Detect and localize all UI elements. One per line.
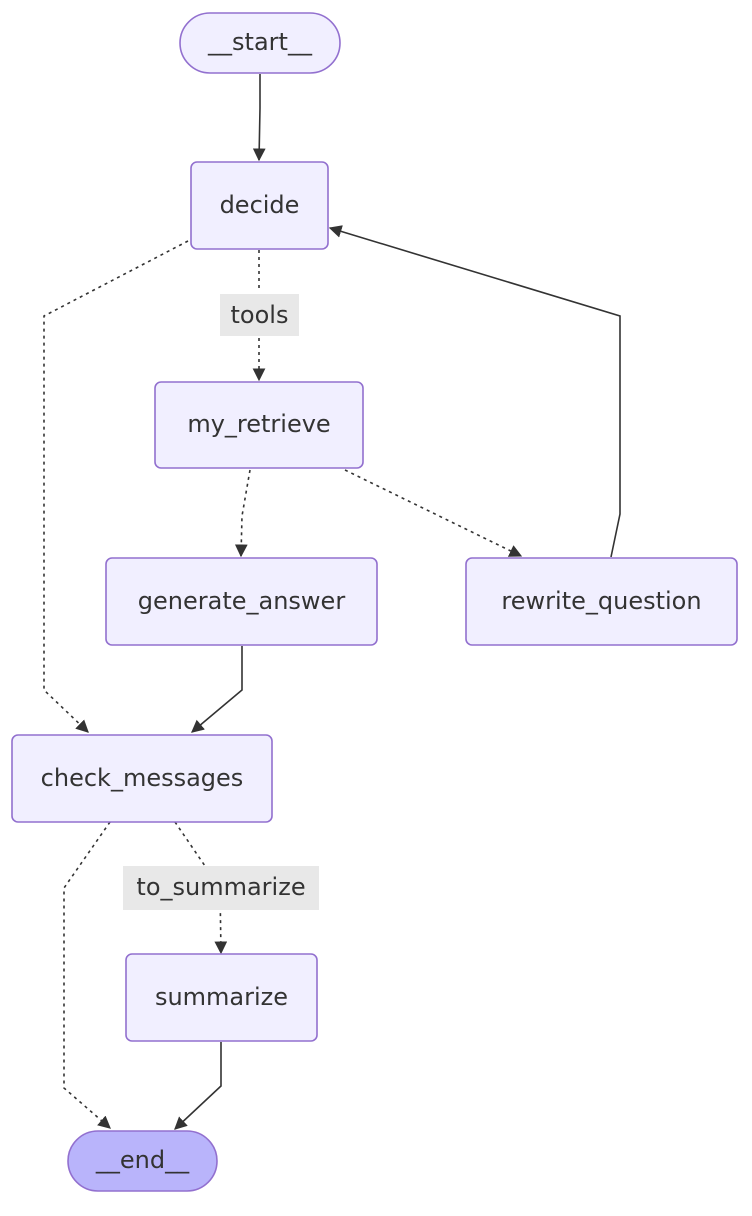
node-start[interactable]: __start__ xyxy=(179,12,341,74)
edge-decide-to-check-messages xyxy=(43,240,189,733)
edge-my-retrieve-to-rewrite-question xyxy=(344,469,523,557)
edge-my-retrieve-to-generate-answer xyxy=(234,469,251,558)
node-rewrite-question[interactable]: rewrite_question xyxy=(465,557,738,646)
svg-text:tools: tools xyxy=(231,301,289,329)
node-generate-answer[interactable]: generate_answer xyxy=(105,557,378,646)
edge-label-to-summarize: to_summarize xyxy=(123,866,319,910)
node-check-messages[interactable]: check_messages xyxy=(11,734,273,823)
svg-text:__start__: __start__ xyxy=(207,28,313,56)
edge-check-messages-to-end xyxy=(63,821,111,1129)
svg-text:__end__: __end__ xyxy=(95,1146,190,1174)
edge-rewrite-question-to-decide xyxy=(328,225,621,558)
edge-generate-answer-to-check-messages xyxy=(191,646,243,733)
svg-text:check_messages: check_messages xyxy=(41,764,244,792)
svg-text:decide: decide xyxy=(220,191,300,219)
svg-text:to_summarize: to_summarize xyxy=(136,873,305,901)
svg-text:summarize: summarize xyxy=(155,983,288,1011)
node-decide[interactable]: decide xyxy=(190,161,329,250)
svg-text:generate_answer: generate_answer xyxy=(138,587,346,615)
node-summarize[interactable]: summarize xyxy=(125,953,318,1042)
node-end[interactable]: __end__ xyxy=(67,1130,218,1192)
svg-text:my_retrieve: my_retrieve xyxy=(187,410,330,438)
edge-summarize-to-end xyxy=(174,1042,222,1130)
svg-text:rewrite_question: rewrite_question xyxy=(501,587,701,615)
edge-label-tools: tools xyxy=(220,294,299,336)
node-my-retrieve[interactable]: my_retrieve xyxy=(154,381,364,469)
edge-start-to-decide xyxy=(252,74,266,162)
